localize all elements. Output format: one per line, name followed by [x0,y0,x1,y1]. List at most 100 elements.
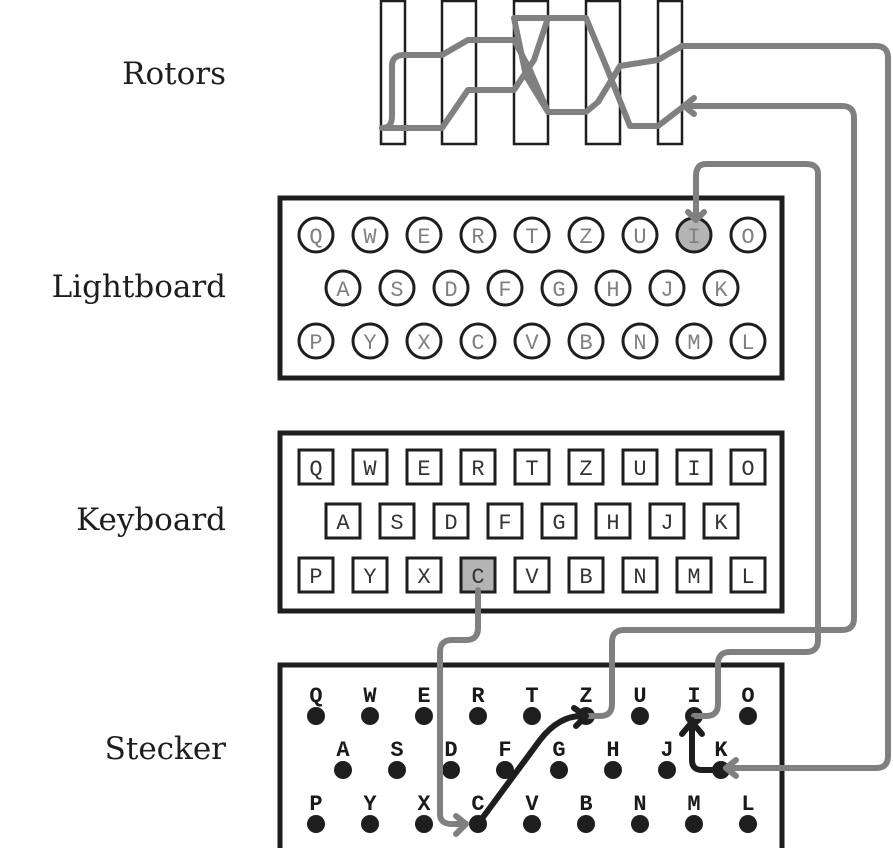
lightboard-label: Lightboard [52,269,226,305]
svg-text:H: H [606,511,619,536]
svg-text:X: X [417,565,430,590]
plug-d[interactable]: D [442,738,460,779]
key-x[interactable]: X [405,556,443,594]
wire-keyboard-to-stecker [437,587,481,827]
key-d[interactable]: D [432,502,470,540]
key-z[interactable]: Z [567,448,605,486]
plug-g[interactable]: G [550,738,568,779]
key-t[interactable]: T [513,448,551,486]
svg-text:T: T [525,457,538,482]
plug-v[interactable]: V [523,792,541,833]
lamp-a: A [324,269,362,307]
lamp-t: T [513,216,551,254]
svg-text:O: O [741,225,754,250]
plug-y[interactable]: Y [361,792,379,833]
svg-text:H: H [606,278,619,303]
key-l[interactable]: L [729,556,767,594]
svg-text:B: B [579,792,592,817]
svg-text:E: E [417,684,430,709]
svg-text:A: A [336,738,350,763]
key-v[interactable]: V [513,556,551,594]
svg-text:F: F [498,738,511,763]
key-k[interactable]: K [702,502,740,540]
plug-w[interactable]: W [361,684,379,725]
svg-text:Z: Z [579,457,592,482]
svg-text:S: S [390,738,403,763]
svg-text:B: B [579,565,592,590]
key-a[interactable]: A [324,502,362,540]
key-e[interactable]: E [405,448,443,486]
arrow-icon [685,209,707,223]
svg-text:W: W [363,225,377,250]
key-q[interactable]: Q [297,448,335,486]
plug-n[interactable]: N [631,792,649,833]
key-m[interactable]: M [675,556,713,594]
svg-text:E: E [417,457,430,482]
wire-stecker-z-to-rotors [583,103,857,719]
lamp-v: V [513,322,551,360]
svg-text:Q: Q [309,684,322,709]
svg-text:C: C [471,792,484,817]
plug-m[interactable]: M [685,792,703,833]
lamp-w: W [351,216,389,254]
plug-a[interactable]: A [334,738,352,779]
lightboard-panel [277,195,785,381]
plug-r[interactable]: R [469,684,487,725]
plug-e[interactable]: E [415,684,433,725]
svg-text:U: U [633,684,646,709]
signal-wires [379,15,891,837]
svg-text:D: D [444,738,457,763]
svg-text:G: G [552,278,565,303]
key-w[interactable]: W [351,448,389,486]
key-b[interactable]: B [567,556,605,594]
svg-text:L: L [741,565,754,590]
key-f[interactable]: F [486,502,524,540]
lamp-c: C [459,322,497,360]
plug-x[interactable]: X [415,792,433,833]
plug-b[interactable]: B [577,792,595,833]
key-y[interactable]: Y [351,556,389,594]
svg-text:L: L [741,331,754,356]
svg-text:J: J [660,278,673,303]
keyboard-label: Keyboard [76,502,226,538]
plug-t[interactable]: T [523,684,541,725]
plug-h[interactable]: H [604,738,622,779]
lamp-e: E [405,216,443,254]
key-j[interactable]: J [648,502,686,540]
svg-text:S: S [390,278,403,303]
svg-text:Y: Y [363,565,376,590]
lamp-y: Y [351,322,389,360]
plug-u[interactable]: U [631,684,649,725]
svg-text:W: W [363,684,377,709]
key-i[interactable]: I [675,448,713,486]
key-c[interactable]: C [459,556,497,594]
arrow-icon [723,757,739,779]
svg-text:U: U [633,457,646,482]
key-h[interactable]: H [594,502,632,540]
svg-text:R: R [471,684,485,709]
key-o[interactable]: O [729,448,767,486]
lamp-r: R [459,216,497,254]
key-u[interactable]: U [621,448,659,486]
plug-l[interactable]: L [739,792,757,833]
key-r[interactable]: R [459,448,497,486]
key-s[interactable]: S [378,502,416,540]
svg-text:Z: Z [579,225,592,250]
svg-text:F: F [498,511,511,536]
key-g[interactable]: G [540,502,578,540]
plug-o[interactable]: O [739,684,757,725]
svg-text:Q: Q [309,225,322,250]
plug-p[interactable]: P [307,792,325,833]
svg-text:N: N [633,565,646,590]
lamp-o: O [729,216,767,254]
plug-j[interactable]: J [658,738,676,779]
svg-text:M: M [687,331,700,356]
wire-rotors-to-stecker-k [679,43,891,771]
plug-f[interactable]: F [496,738,514,779]
plug-s[interactable]: S [388,738,406,779]
key-p[interactable]: P [297,556,335,594]
key-n[interactable]: N [621,556,659,594]
lamp-q: Q [297,216,335,254]
plug-q[interactable]: Q [307,684,325,725]
